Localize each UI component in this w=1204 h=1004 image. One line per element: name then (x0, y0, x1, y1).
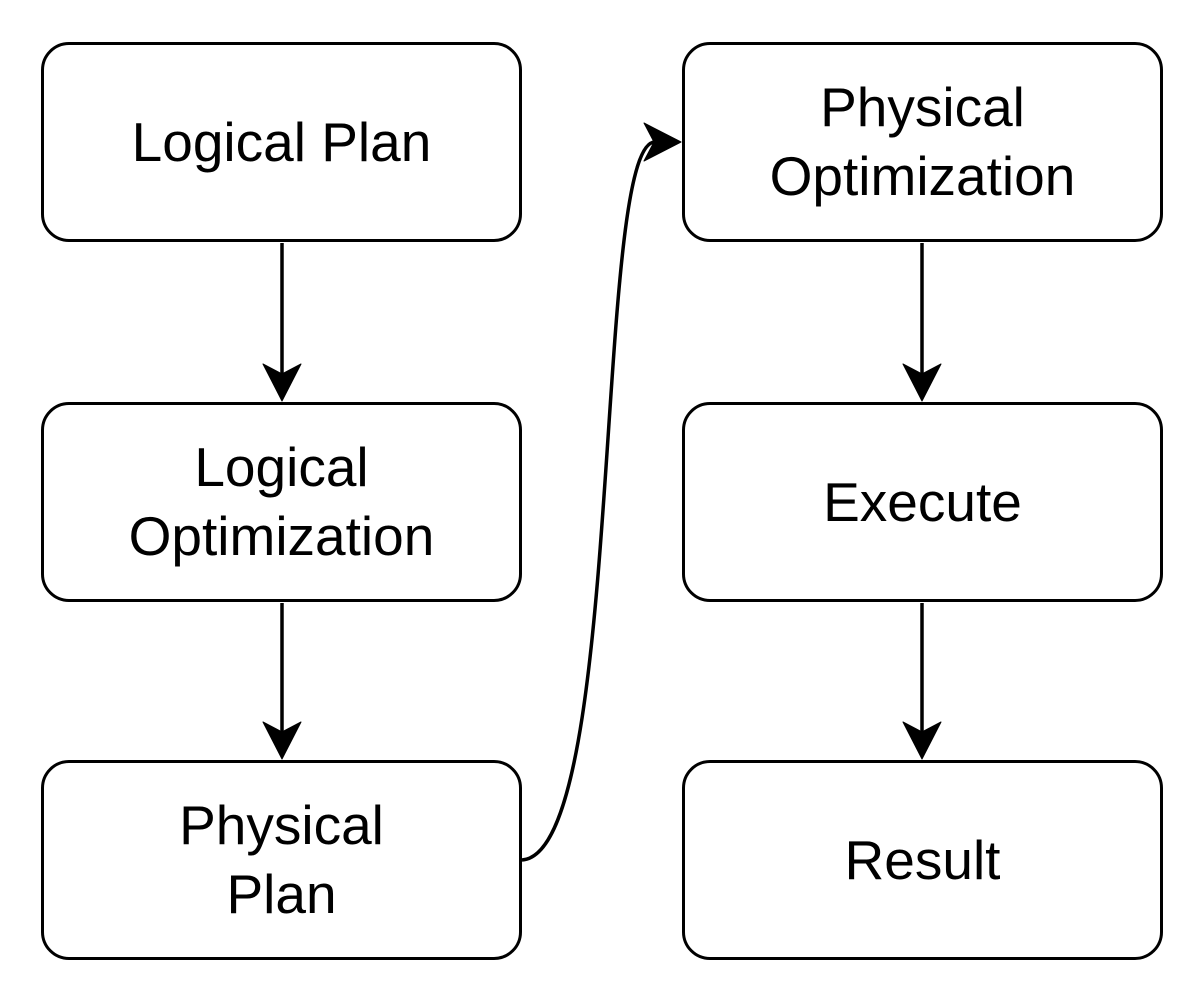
node-logical-optimization: Logical Optimization (41, 402, 522, 602)
node-logical-plan: Logical Plan (41, 42, 522, 242)
node-logical-plan-label: Logical Plan (131, 110, 432, 173)
node-execute-label: Execute (823, 470, 1022, 533)
edge-logical-optimization-to-physical-plan (262, 603, 302, 760)
edge-execute-to-result (902, 603, 942, 760)
arrowhead-down-icon (262, 721, 302, 760)
node-execute: Execute (682, 402, 1163, 602)
edge-logical-plan-to-logical-optimization (262, 243, 302, 402)
node-physical-optimization-label: Physical Optimization (769, 76, 1076, 207)
node-result: Result (682, 760, 1163, 960)
arrowhead-down-icon (262, 363, 302, 402)
node-result-label: Result (844, 828, 1001, 891)
node-physical-optimization: Physical Optimization (682, 42, 1163, 242)
arrowhead-right-icon (643, 122, 682, 162)
edge-physical-plan-to-physical-optimization (521, 122, 682, 862)
node-physical-plan: Physical Plan (41, 760, 522, 960)
arrowhead-down-icon (902, 721, 942, 760)
arrowhead-down-icon (902, 363, 942, 402)
node-logical-optimization-label: Logical Optimization (128, 436, 435, 567)
edge-physical-optimization-to-execute (902, 243, 942, 402)
node-physical-plan-label: Physical Plan (179, 794, 384, 925)
